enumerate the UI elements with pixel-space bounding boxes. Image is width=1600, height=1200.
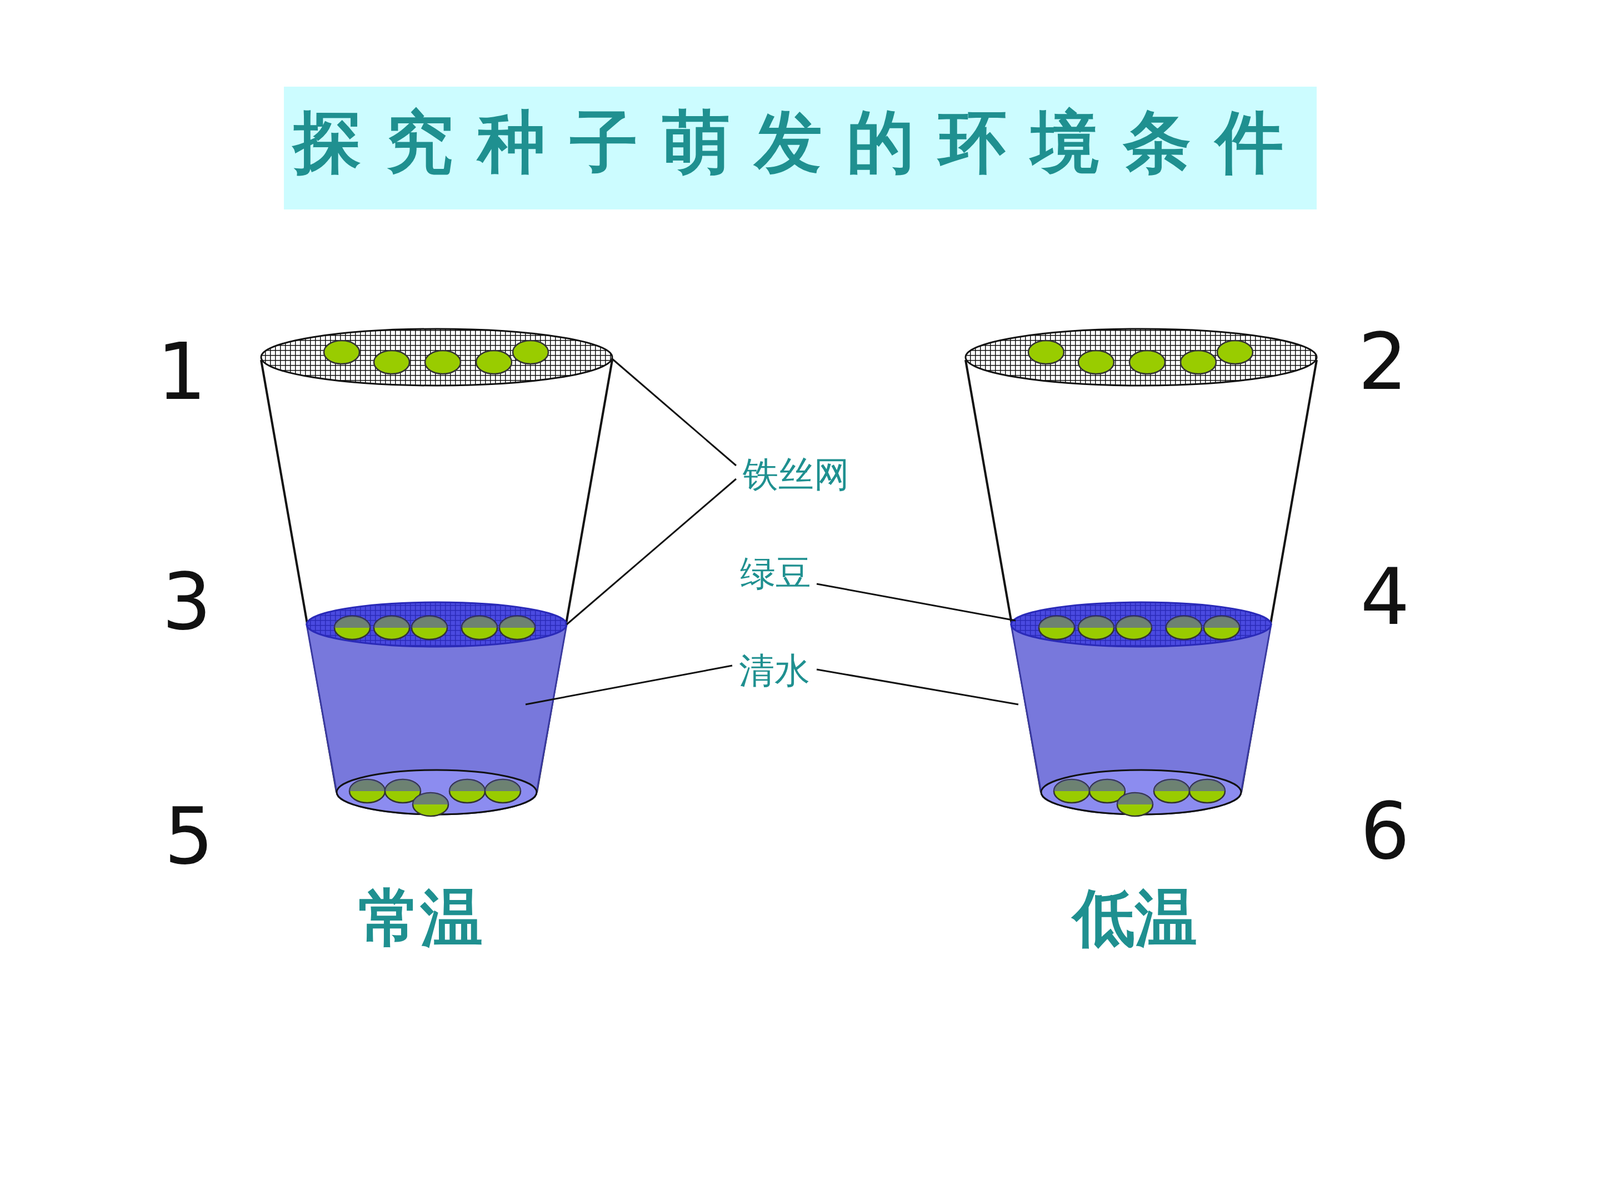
condition-label: 低温 [1072,883,1198,952]
leader-lines [525,358,1019,705]
callout-number: 3 [161,559,212,645]
callout-number: 6 [1360,788,1410,875]
part-label: 清水 [738,651,810,690]
cup [965,328,1317,817]
part-label: 绿豆 [740,553,812,593]
condition-label: 常温 [358,883,483,952]
cup [261,328,613,817]
callout-number: 2 [1357,319,1408,405]
part-label: 铁丝网 [742,455,850,494]
title-band: 探究种子萌发的环境条件 [283,86,1317,210]
callout-number: 5 [163,793,214,880]
callout-number: 4 [1360,554,1410,640]
title-text: 探究种子萌发的环境条件 [293,97,1308,189]
callout-number: 1 [156,329,207,415]
